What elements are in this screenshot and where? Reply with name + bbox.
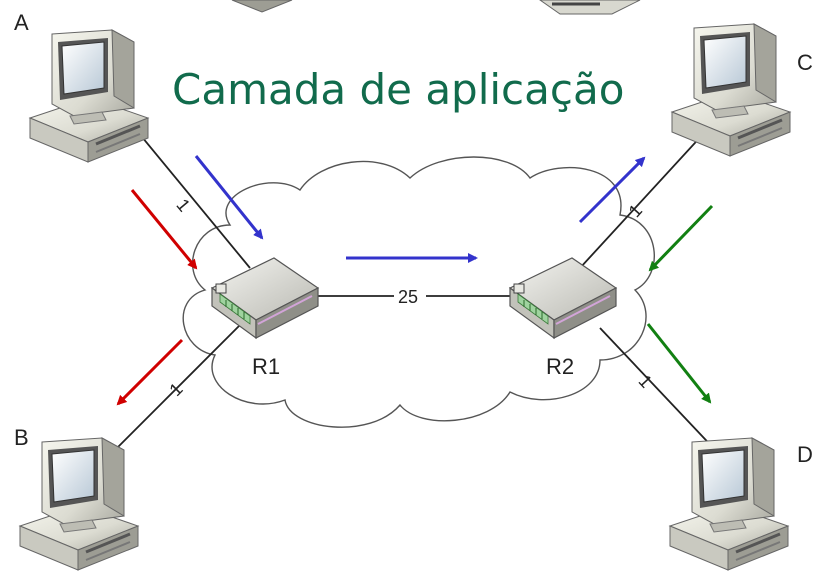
partial-computer-top-left (231, 0, 293, 13)
router-label-r1: R1 (252, 354, 280, 379)
link-a-r1 (127, 119, 251, 269)
red-arrow-a-to-r1 (130, 189, 198, 270)
blue-arrow-a-to-r1 (194, 155, 264, 240)
flow-arrows (116, 155, 714, 406)
green-arrow-c-to-r2 (648, 204, 714, 272)
blue-arrow-r2-to-c (578, 156, 646, 224)
desktop-computer-icon (670, 22, 792, 158)
link-c-r2 (579, 119, 717, 269)
diagram-title: Camada de aplicação (172, 65, 624, 114)
desktop-computer-icon (668, 436, 790, 572)
host-label-b: B (14, 425, 29, 450)
green-arrow-r2-to-d (646, 323, 712, 404)
red-arrow-r1-to-b (116, 338, 184, 406)
link-cost-a-r1: 1 (172, 195, 194, 216)
router-label-r2: R2 (546, 354, 574, 379)
partial-computer-top-right (539, 0, 641, 15)
link-cost-d-r2: 1 (635, 371, 656, 392)
link-b-r1 (99, 324, 241, 466)
host-label-c: C (797, 50, 813, 75)
desktop-computer-icon (28, 28, 150, 164)
desktop-computer-icon (18, 436, 140, 572)
link-d-r2 (599, 327, 721, 456)
link-cost-r1-r2: 25 (398, 287, 418, 307)
host-label-a: A (14, 10, 29, 35)
host-label-d: D (797, 442, 813, 467)
